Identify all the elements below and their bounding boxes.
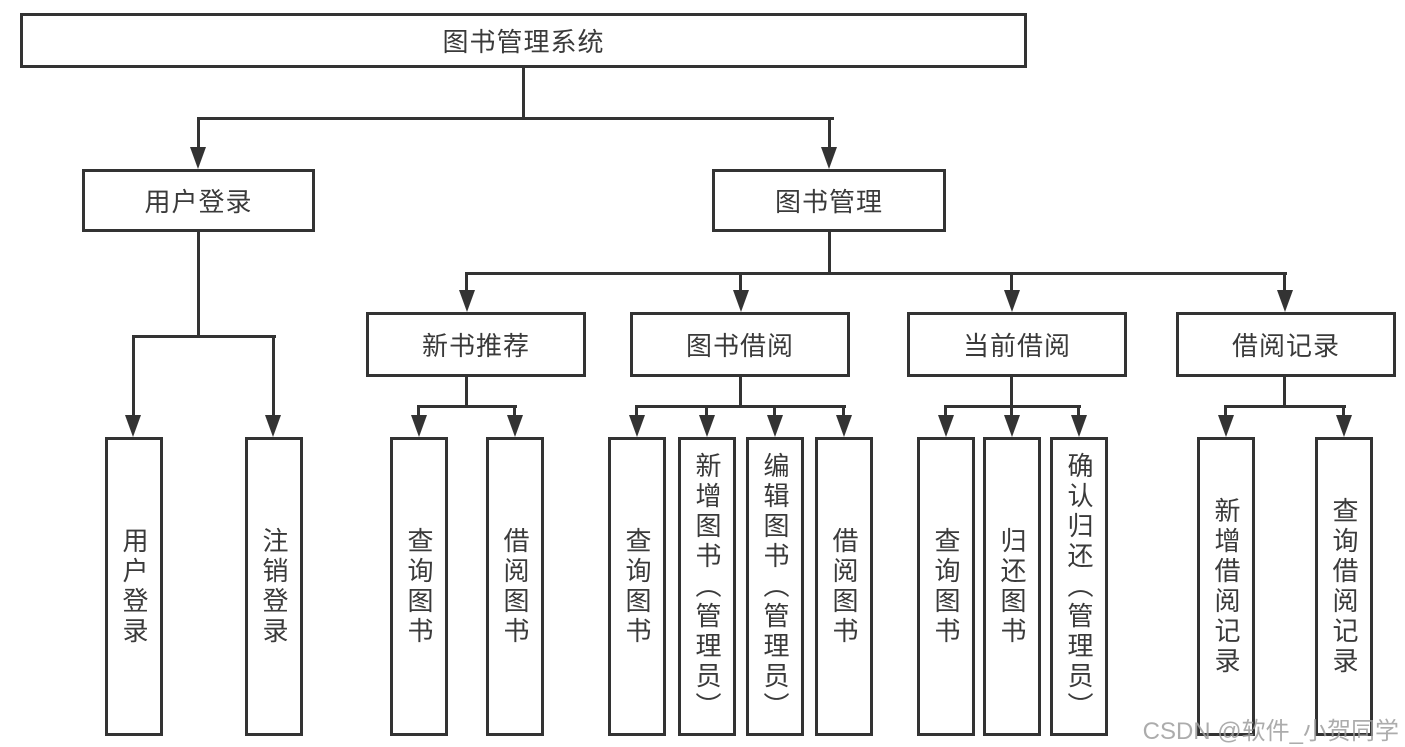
connector-vline	[197, 232, 200, 335]
connector-hline	[465, 272, 1287, 275]
leaf-logout: 注销登录	[245, 437, 303, 736]
arrow-down-icon	[125, 415, 141, 437]
connector-vline	[1010, 405, 1013, 417]
connector-vline	[1342, 405, 1345, 417]
leaf-add-borrow-record-label: 新增借阅记录	[1211, 496, 1241, 677]
leaf-query-books-current: 查询图书	[917, 437, 975, 736]
leaf-borrow-books-recommend-label: 借阅图书	[500, 526, 530, 647]
arrow-down-icon	[265, 415, 281, 437]
arrow-down-icon	[411, 415, 427, 437]
arrow-down-icon	[836, 415, 852, 437]
node-current-borrow-label: 当前借阅	[962, 331, 1071, 361]
connector-vline	[1283, 272, 1286, 292]
leaf-query-books-borrow-label: 查询图书	[622, 526, 652, 647]
connector-hline	[132, 335, 276, 338]
connector-hline	[417, 405, 517, 408]
leaf-query-borrow-record-label: 查询借阅记录	[1329, 496, 1359, 677]
connector-vline	[842, 405, 845, 417]
leaf-borrow-books-label: 借阅图书	[829, 526, 859, 647]
connector-vline	[417, 405, 420, 417]
arrow-down-icon	[821, 147, 837, 169]
arrow-down-icon	[190, 147, 206, 169]
node-borrow-records-label: 借阅记录	[1231, 331, 1340, 361]
connector-vline	[522, 66, 525, 119]
leaf-query-books-recommend-label: 查询图书	[404, 526, 434, 647]
node-new-book-recommend: 新书推荐	[366, 312, 586, 377]
connector-hline	[635, 405, 846, 408]
leaf-add-book-admin: 新增图书（管理员）	[678, 437, 736, 736]
arrow-down-icon	[767, 415, 783, 437]
leaf-return-books: 归还图书	[983, 437, 1041, 736]
connector-vline	[828, 232, 831, 274]
arrow-down-icon	[1218, 415, 1234, 437]
connector-vline	[1283, 375, 1286, 407]
arrow-down-icon	[1004, 290, 1020, 312]
connector-vline	[132, 335, 135, 417]
leaf-add-book-admin-label: 新增图书（管理员）	[692, 451, 722, 722]
arrow-down-icon	[1004, 415, 1020, 437]
node-book-management: 图书管理	[712, 169, 946, 232]
arrow-down-icon	[938, 415, 954, 437]
connector-vline	[513, 405, 516, 417]
leaf-query-books-recommend: 查询图书	[390, 437, 448, 736]
leaf-confirm-return-admin-label: 确认归还（管理员）	[1064, 451, 1094, 722]
leaf-query-books-borrow: 查询图书	[608, 437, 666, 736]
leaf-user-login-label: 用户登录	[119, 526, 149, 647]
leaf-borrow-books-recommend: 借阅图书	[486, 437, 544, 736]
arrow-down-icon	[1336, 415, 1352, 437]
node-current-borrow: 当前借阅	[907, 312, 1127, 377]
connector-hline	[1224, 405, 1346, 408]
connector-vline	[773, 405, 776, 417]
leaf-query-borrow-record: 查询借阅记录	[1315, 437, 1373, 736]
leaf-return-books-label: 归还图书	[997, 526, 1027, 647]
arrow-down-icon	[733, 290, 749, 312]
node-new-book-recommend-label: 新书推荐	[421, 331, 530, 361]
connector-vline	[944, 405, 947, 417]
leaf-logout-label: 注销登录	[259, 526, 289, 647]
connector-vline	[1010, 272, 1013, 292]
node-book-borrow: 图书借阅	[630, 312, 850, 377]
node-user-login: 用户登录	[82, 169, 315, 232]
arrow-down-icon	[629, 415, 645, 437]
connector-vline	[705, 405, 708, 417]
node-book-management-label: 图书管理	[774, 187, 883, 217]
connector-vline	[197, 117, 200, 149]
connector-vline	[635, 405, 638, 417]
connector-vline	[1224, 405, 1227, 417]
csdn-watermark: CSDN @软件_小贺同学	[1142, 718, 1399, 745]
arrow-down-icon	[699, 415, 715, 437]
connector-vline	[739, 375, 742, 407]
arrow-down-icon	[459, 290, 475, 312]
node-book-borrow-label: 图书借阅	[685, 331, 794, 361]
leaf-edit-book-admin-label: 编辑图书（管理员）	[760, 451, 790, 722]
connector-vline	[739, 272, 742, 292]
leaf-add-borrow-record: 新增借阅记录	[1197, 437, 1255, 736]
node-borrow-records: 借阅记录	[1176, 312, 1396, 377]
connector-vline	[272, 335, 275, 417]
connector-vline	[1010, 375, 1013, 407]
leaf-borrow-books: 借阅图书	[815, 437, 873, 736]
leaf-confirm-return-admin: 确认归还（管理员）	[1050, 437, 1108, 736]
connector-hline	[197, 117, 834, 120]
leaf-query-books-current-label: 查询图书	[931, 526, 961, 647]
arrow-down-icon	[1277, 290, 1293, 312]
arrow-down-icon	[1071, 415, 1087, 437]
node-user-login-label: 用户登录	[144, 187, 253, 217]
connector-vline	[1077, 405, 1080, 417]
connector-vline	[828, 117, 831, 149]
node-root-label: 图书管理系统	[442, 27, 605, 57]
leaf-edit-book-admin: 编辑图书（管理员）	[746, 437, 804, 736]
connector-vline	[465, 272, 468, 292]
arrow-down-icon	[507, 415, 523, 437]
node-root: 图书管理系统	[20, 13, 1027, 68]
leaf-user-login: 用户登录	[105, 437, 163, 736]
connector-vline	[465, 375, 468, 407]
